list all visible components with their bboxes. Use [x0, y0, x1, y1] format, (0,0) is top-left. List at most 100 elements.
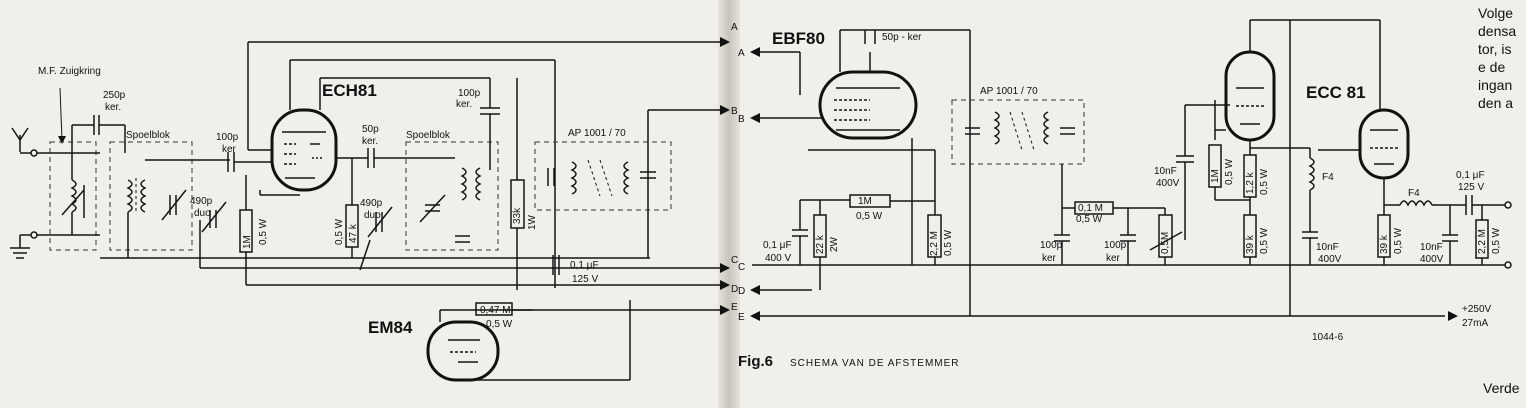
- cap-10nf-1-voltage: 400V: [1156, 178, 1180, 189]
- margin-line-5: ingan: [1478, 77, 1513, 93]
- r-22k-power: 2W: [829, 236, 840, 252]
- r-047m-power: 0,5 W: [486, 319, 513, 330]
- f4-2-label: F4: [1408, 188, 1420, 199]
- r-01m-value: 0,1 M: [1078, 203, 1103, 214]
- left-schematic: [10, 37, 730, 382]
- spoelblok-2-label: Spoelblok: [406, 130, 451, 141]
- antenna-icon: [11, 127, 38, 157]
- r-1m-b-power: 0,5 W: [1224, 158, 1235, 185]
- margin-line-3: tor, is: [1478, 41, 1512, 57]
- left-terminal-c: C: [731, 255, 738, 266]
- right-terminal-c: C: [738, 262, 745, 273]
- ecc81-tube-2: [1358, 108, 1410, 180]
- cap-01uf-125-voltage: 125 V: [1458, 182, 1484, 193]
- left-terminal-d: D: [731, 284, 738, 295]
- cap-50p-ker-label: 50p - ker: [882, 32, 922, 43]
- f4-1-label: F4: [1322, 172, 1334, 183]
- cap-100p-2-type: ker.: [456, 99, 472, 110]
- cap-250p-type: ker.: [105, 102, 121, 113]
- r-22m-power: 0,5 W: [943, 229, 954, 256]
- r-39k-2-value: 39 k: [1379, 234, 1390, 254]
- r-39k-1-power: 0,5 W: [1259, 227, 1270, 254]
- margin-line-6: den a: [1478, 95, 1514, 111]
- cap-10nf-2-value: 10nF: [1316, 242, 1339, 253]
- r-22k-value: 22 k: [815, 234, 826, 254]
- ap-transformer-left-label: AP 1001 / 70: [568, 128, 626, 139]
- cap-10nf-2-voltage: 400V: [1318, 254, 1342, 265]
- cap-100p-1-value: 100p: [216, 132, 239, 143]
- cap-01uf-125-value: 0,1 μF: [1456, 170, 1485, 181]
- cap-50p-value: 50p: [362, 124, 379, 135]
- margin-text: Volge densa tor, is e de ingan den a: [1478, 4, 1516, 112]
- margin-line-2: densa: [1478, 23, 1517, 39]
- ecc81-label: ECC 81: [1306, 83, 1366, 102]
- cap-490p-2-type: duo: [364, 210, 381, 221]
- right-terminal-b: B: [738, 114, 745, 125]
- r-1m-power-right: 0,5 W: [856, 211, 883, 222]
- r-1m-value-right: 1M: [858, 196, 872, 207]
- spoelblok-1-label: Spoelblok: [126, 130, 171, 141]
- cap-100p-b-value: 100p: [1104, 240, 1127, 251]
- right-schematic: [750, 19, 1512, 321]
- cap-01uf-voltage: 125 V: [572, 274, 598, 285]
- cap-100p-2-value: 100p: [458, 88, 481, 99]
- cap-01uf-400-voltage: 400 V: [765, 253, 791, 264]
- r-12k-power: 0,5 W: [1259, 168, 1270, 195]
- ech81-label: ECH81: [322, 81, 377, 100]
- r-33k-power: 1W: [527, 214, 538, 230]
- r-22m-value: 2,2 M: [929, 231, 940, 256]
- cap-490p-2-value: 490p: [360, 198, 383, 209]
- left-terminal-e: E: [731, 302, 738, 313]
- ech81-tube: [270, 108, 338, 192]
- ground-icon: [10, 231, 38, 259]
- book-gutter: [718, 0, 740, 408]
- r-47k-power: 0,5 W: [334, 218, 345, 245]
- drawing-number: 1044-6: [1312, 332, 1344, 343]
- r-22m-out-power: 0,5 W: [1491, 227, 1502, 254]
- ebf80-tube: [818, 70, 918, 140]
- supply-current: 27mA: [1462, 318, 1488, 329]
- cap-10nf-3-voltage: 400V: [1420, 254, 1444, 265]
- cap-100p-1-type: ker: [222, 144, 237, 155]
- supply-voltage: +250V: [1462, 304, 1492, 315]
- em84-label: EM84: [368, 318, 413, 337]
- left-terminal-a: A: [731, 22, 738, 33]
- right-terminal-e: E: [738, 312, 745, 323]
- r-33k-value: 33k: [512, 207, 523, 224]
- cap-250p-value: 250p: [103, 90, 126, 101]
- r-1m-value: 1M: [242, 235, 253, 249]
- cap-10nf-3-value: 10nF: [1420, 242, 1443, 253]
- margin-text-bottom: Verde: [1483, 380, 1520, 396]
- cap-10nf-1-value: 10nF: [1154, 166, 1177, 177]
- mf-label: M.F. Zuigkring: [38, 66, 101, 77]
- r-01m-power: 0,5 W: [1076, 214, 1103, 225]
- ap-transformer-right-label: AP 1001 / 70: [980, 86, 1038, 97]
- cap-50p-type: ker.: [362, 136, 378, 147]
- pot-05m-label: 0,5M: [1160, 232, 1171, 254]
- r-22m-out-value: 2,2 M: [1477, 229, 1488, 254]
- r-39k-1-value: 39 k: [1245, 234, 1256, 254]
- r-047m-value: 0,47 M: [480, 305, 511, 316]
- r-39k-2-power: 0,5 W: [1393, 227, 1404, 254]
- cap-01uf-400-value: 0,1 μF: [763, 240, 792, 251]
- cap-100p-a-type: ker: [1042, 253, 1057, 264]
- cap-01uf-value: 0,1 μF: [570, 260, 599, 271]
- margin-line-1: Volge: [1478, 5, 1514, 21]
- figure-title: SCHEMA VAN DE AFSTEMMER: [790, 358, 960, 369]
- r-47k-value: 47 k: [348, 223, 359, 243]
- ebf80-label: EBF80: [772, 29, 825, 48]
- em84-tube: [426, 320, 500, 382]
- cap-100p-a-value: 100p: [1040, 240, 1063, 251]
- right-terminal-a: A: [738, 48, 745, 59]
- figure-label: Fig.6: [738, 353, 773, 370]
- left-terminal-b: B: [731, 106, 738, 117]
- cap-490p-1-type: duo: [194, 208, 211, 219]
- r-1m-b-value: 1M: [1210, 169, 1221, 183]
- ecc81-tube-1: [1224, 50, 1276, 142]
- right-terminal-d: D: [738, 286, 745, 297]
- r-12k-value: 1,2 k: [1245, 171, 1256, 194]
- cap-490p-1-value: 490p: [190, 196, 213, 207]
- margin-line-4: e de: [1478, 59, 1506, 75]
